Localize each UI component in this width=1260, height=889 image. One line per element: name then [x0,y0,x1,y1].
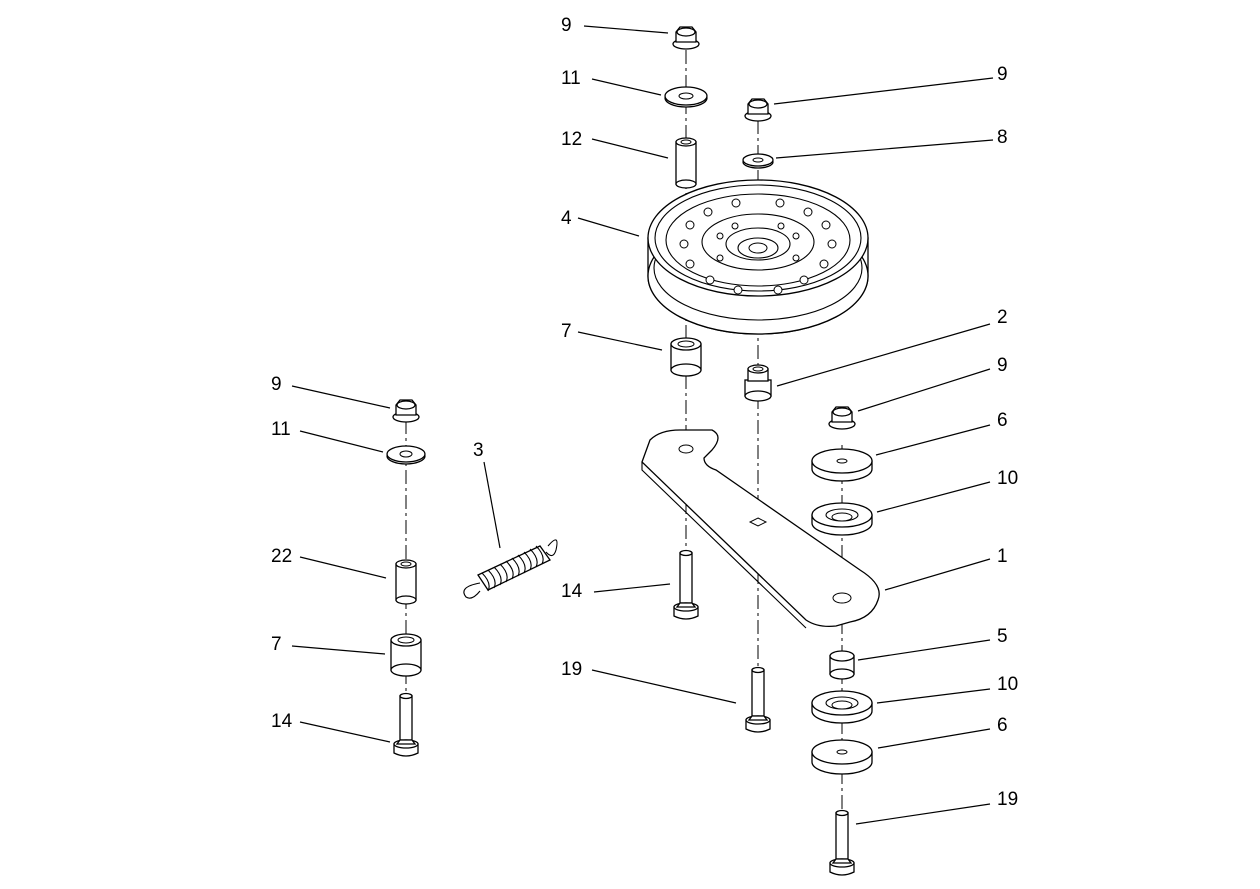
callout-8: 8 [775,127,1008,159]
callout-label: 9 [997,355,1008,376]
callout-9-top: 9 [561,15,669,36]
part-9-arm-flange-nut [828,406,856,430]
callout-label: 10 [997,674,1018,695]
part-8-washer [742,153,774,169]
callout-14-mid: 14 [561,581,671,602]
part-7-mid-bushing [670,337,702,377]
part-2-shoulder-bushing [744,364,772,402]
callout-label: 8 [997,127,1008,148]
callout-label: 19 [561,659,582,680]
callout-label: 5 [997,626,1008,647]
part-10-bottom-washer [811,690,873,724]
callout-7-mid: 7 [561,321,663,351]
callout-9-left: 9 [271,374,391,409]
part-19-mid-bolt [745,666,771,733]
part-1-idler-arm [641,429,880,629]
callout-label: 22 [271,546,292,567]
callout-label: 12 [561,129,582,150]
callout-7-left: 7 [271,634,386,655]
part-3-extension-spring [463,539,558,599]
part-7-left-bushing [390,633,422,677]
callout-19-mid: 19 [561,659,737,704]
part-10-top-washer [811,502,873,536]
callout-4: 4 [561,208,640,237]
callout-9-arm: 9 [857,355,1008,412]
callout-19-right: 19 [855,789,1018,825]
callout-label: 14 [271,711,293,732]
callout-label: 11 [271,419,291,440]
callout-12: 12 [561,129,669,159]
callout-6-top: 6 [875,410,1008,456]
part-6-bottom-washer [811,739,873,775]
part-11-top-washer [664,86,708,108]
part-9-right-flange-nut [744,98,772,122]
callout-3: 3 [473,440,501,549]
callout-9-right: 9 [773,64,1008,105]
part-14-mid-bolt [673,549,699,620]
callout-label: 14 [561,581,583,602]
part-9-top-flange-nut [672,26,700,50]
center-lines [405,50,843,820]
callout-label: 6 [997,715,1008,736]
callout-label: 7 [271,634,282,655]
part-5-spacer [829,650,855,680]
callout-2: 2 [776,307,1008,387]
callout-label: 9 [561,15,572,36]
callout-5: 5 [857,626,1008,661]
callout-label: 7 [561,321,572,342]
part-19-right-bolt [829,809,855,876]
callout-6-bottom: 6 [877,715,1008,749]
callout-22: 22 [271,546,387,579]
part-12-spacer [675,137,697,189]
callout-10-top: 10 [876,468,1018,513]
pulley-holes [679,198,837,295]
callout-1: 1 [884,546,1008,591]
callout-11-left: 11 [271,419,384,453]
callout-label: 1 [997,546,1008,567]
callouts: 9 11 12 4 9 8 7 2 [271,15,1018,825]
part-4-idler-pulley [647,179,869,335]
callout-label: 19 [997,789,1018,810]
callout-14-left: 14 [271,711,391,743]
callout-label: 4 [561,208,572,229]
part-11-left-washer [386,445,426,465]
callout-label: 6 [997,410,1008,431]
callout-11-top: 11 [561,68,662,96]
part-6-top-washer [811,448,873,482]
part-14-left-bolt [393,692,419,757]
callout-label: 2 [997,307,1008,328]
callout-10-bottom: 10 [876,674,1018,704]
callout-label: 11 [561,68,581,89]
part-9-left-flange-nut [392,399,420,423]
callout-label: 3 [473,440,484,461]
callout-label: 10 [997,468,1018,489]
callout-label: 9 [997,64,1008,85]
part-22-spacer [395,559,417,605]
callout-label: 9 [271,374,282,395]
